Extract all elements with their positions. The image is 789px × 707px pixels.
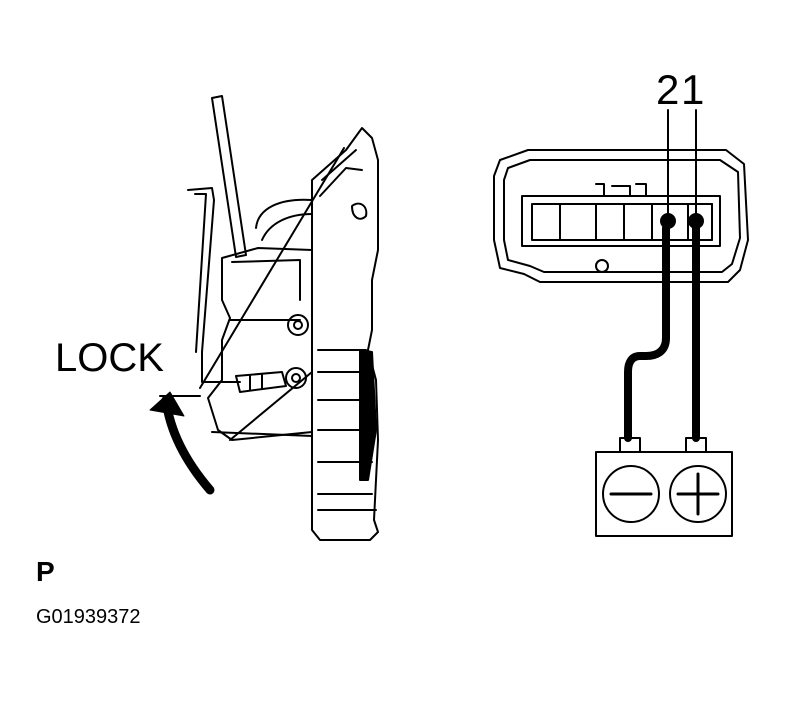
lock-label: LOCK xyxy=(55,336,164,380)
actuator-connector xyxy=(493,149,749,283)
door-lock-actuator xyxy=(159,95,379,541)
battery-positive-terminal xyxy=(669,465,727,523)
plus-icon xyxy=(676,472,720,516)
figure-letter: P xyxy=(36,556,55,587)
battery xyxy=(595,437,733,537)
pin-2-label: 2 xyxy=(656,66,680,113)
battery-negative-terminal xyxy=(602,465,660,523)
pin-1-label: 1 xyxy=(681,66,705,113)
figure-code: G01939372 xyxy=(36,606,141,628)
test-leads xyxy=(624,224,700,442)
lock-arrow xyxy=(149,391,215,495)
